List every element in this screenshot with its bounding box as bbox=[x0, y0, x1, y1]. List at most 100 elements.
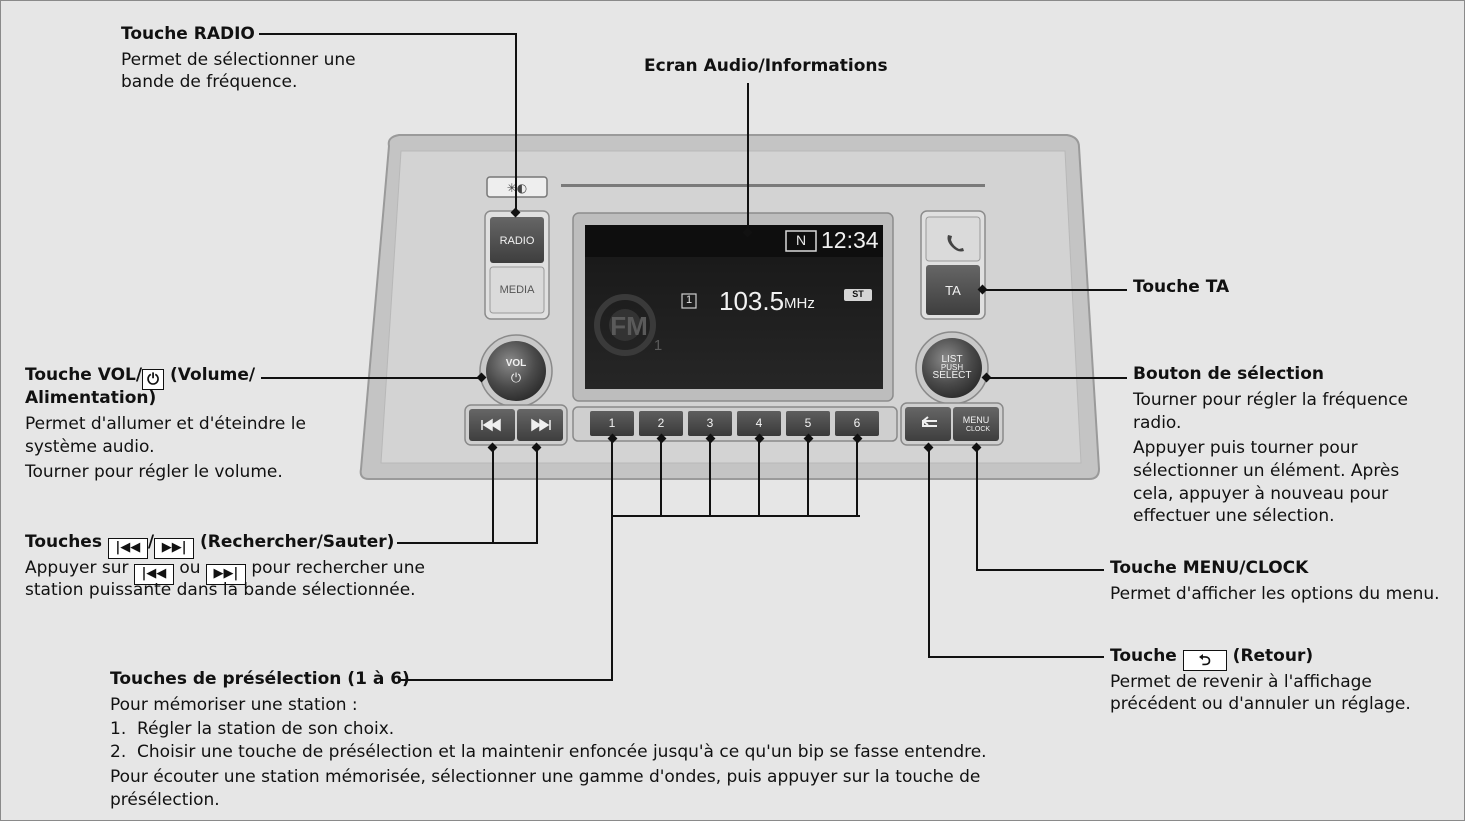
back-callout-line bbox=[928, 447, 930, 658]
preset-callout-step-1: 1. Régler la station de son choix. bbox=[110, 719, 395, 739]
preset-button-label: 1 bbox=[608, 416, 616, 430]
ta-callout-title: Touche TA bbox=[1133, 277, 1230, 297]
select-callout-title: Bouton de sélection bbox=[1133, 364, 1325, 384]
skip-back-icon: |◀◀ bbox=[107, 538, 148, 559]
stereo-badge bbox=[844, 289, 872, 301]
radio-callout-line bbox=[259, 33, 517, 35]
display-preset-number: 1 bbox=[685, 294, 693, 306]
preset-drop-line bbox=[807, 438, 809, 516]
preset-button-label: 4 bbox=[755, 416, 763, 430]
menu-clock-button bbox=[953, 407, 999, 441]
select-callout-desc-2: radio. bbox=[1133, 413, 1182, 433]
preset-button-label: 3 bbox=[706, 416, 714, 430]
display-band-watermark-sub: 1 bbox=[653, 337, 663, 354]
power-icon: ⏻ bbox=[142, 369, 165, 390]
ta-callout-line bbox=[983, 289, 1127, 291]
phone-icon bbox=[947, 235, 964, 252]
preset-callout-outro-2: présélection. bbox=[110, 790, 220, 810]
phone-button bbox=[925, 216, 981, 262]
radio-button bbox=[490, 217, 544, 263]
seek-callout-desc-1: Appuyer sur |◀◀ ou ▶▶| pour rechercher u… bbox=[25, 556, 425, 585]
radio-callout-title: Touche RADIO bbox=[121, 24, 255, 44]
select-knob-label-2: PUSH bbox=[940, 363, 964, 372]
select-callout-desc-5: cela, appuyer à nouveau pour bbox=[1133, 484, 1389, 504]
radio-button-label: RADIO bbox=[499, 235, 535, 247]
vol-callout-title-2: Alimentation) bbox=[25, 388, 157, 408]
preset-drop-line bbox=[758, 438, 760, 516]
preset-callout-intro: Pour mémoriser une station : bbox=[110, 695, 358, 715]
select-callout-line bbox=[987, 377, 1127, 379]
media-button-label: MEDIA bbox=[499, 284, 535, 296]
vol-callout-line bbox=[261, 377, 481, 379]
preset-drop-line bbox=[660, 438, 662, 516]
select-callout-desc-1: Tourner pour régler la fréquence bbox=[1133, 390, 1408, 410]
select-knob-label-1: LIST bbox=[941, 354, 963, 365]
seek-callout-line bbox=[397, 542, 538, 544]
menu-callout-line bbox=[976, 447, 978, 571]
dimmer-button bbox=[486, 176, 548, 198]
preset-button-label: 5 bbox=[804, 416, 812, 430]
preset-callout-bus bbox=[612, 515, 860, 517]
seek-callout-desc-2: station puissante dans la bande sélectio… bbox=[25, 580, 416, 600]
skip-forward-icon: ▶▶| bbox=[205, 564, 246, 585]
vol-callout-title: Touche VOL/⏻ (Volume/ bbox=[25, 365, 256, 390]
ta-button bbox=[926, 265, 980, 315]
preset-button-2[interactable]: 2 bbox=[639, 411, 683, 436]
seek-callout-title: Touches |◀◀/▶▶| (Rechercher/Sauter) bbox=[25, 530, 394, 559]
display-clock: 12:34 bbox=[821, 227, 879, 253]
ta-button-label: TA bbox=[945, 283, 961, 298]
preset-drop-line bbox=[611, 438, 613, 516]
vol-knob bbox=[486, 341, 546, 401]
preset-callout-line bbox=[611, 515, 613, 681]
preset-button-1[interactable]: 1 bbox=[590, 411, 634, 436]
preset-drop-line bbox=[709, 438, 711, 516]
display-stereo-badge: ST bbox=[852, 289, 864, 299]
display-frequency: 103.5 bbox=[719, 286, 785, 316]
media-button bbox=[489, 266, 545, 314]
back-callout-desc-1: Permet de revenir à l'affichage bbox=[1110, 672, 1372, 692]
preset-button-label: 6 bbox=[853, 416, 861, 430]
skip-forward-icon bbox=[531, 418, 551, 432]
display-band-mark: N bbox=[795, 232, 807, 248]
menu-button-sublabel: CLOCK bbox=[965, 426, 991, 433]
select-knob bbox=[922, 338, 982, 398]
preset-drop-line bbox=[856, 438, 858, 516]
select-knob-label-3: SELECT bbox=[932, 370, 972, 381]
dimmer-icon: ✳◐ bbox=[507, 181, 528, 195]
skip-back-icon: |◀◀ bbox=[133, 564, 174, 585]
select-callout-desc-6: effectuer une sélection. bbox=[1133, 506, 1335, 526]
preset-button-5[interactable]: 5 bbox=[786, 411, 830, 436]
preset-callout-outro-1: Pour écouter une station mémorisée, séle… bbox=[110, 767, 981, 787]
back-callout-title: Touche ⮌ (Retour) bbox=[1110, 646, 1314, 671]
back-arrow-icon bbox=[922, 416, 937, 427]
band-mark-box bbox=[785, 230, 817, 252]
preset-button-label: 2 bbox=[657, 416, 665, 430]
disc-slot bbox=[561, 184, 985, 187]
back-callout-desc-2: précédent ou d'annuler un réglage. bbox=[1110, 694, 1411, 714]
vol-callout-desc-3: Tourner pour régler le volume. bbox=[25, 462, 283, 482]
display-band-watermark: FM bbox=[610, 311, 648, 341]
radio-callout-desc-1: Permet de sélectionner une bbox=[121, 50, 356, 70]
vol-callout-desc-1: Permet d'allumer et d'éteindre le bbox=[25, 414, 306, 434]
menu-callout-desc: Permet d'afficher les options du menu. bbox=[1110, 584, 1440, 604]
back-arrow-icon: ⮌ bbox=[1182, 650, 1227, 671]
vol-knob-label: VOL bbox=[505, 358, 527, 369]
display-unit: MHz bbox=[784, 295, 815, 312]
menu-callout-title: Touche MENU/CLOCK bbox=[1110, 558, 1309, 578]
preset-button-4[interactable]: 4 bbox=[737, 411, 781, 436]
menu-button-label: MENU bbox=[962, 415, 990, 425]
skip-back-icon bbox=[481, 418, 501, 432]
preset-callout-step-2: 2. Choisir une touche de présélection et… bbox=[110, 742, 987, 762]
power-icon: ⏻ bbox=[510, 370, 522, 385]
preset-button-3[interactable]: 3 bbox=[688, 411, 732, 436]
screen-callout-line bbox=[747, 83, 749, 233]
preset-callout-title: Touches de présélection (1 à 6) bbox=[110, 669, 410, 689]
select-callout-desc-4: sélectionner un élément. Après bbox=[1133, 461, 1400, 481]
screen-callout-title: Ecran Audio/Informations bbox=[644, 56, 888, 76]
select-callout-desc-3: Appuyer puis tourner pour bbox=[1133, 438, 1358, 458]
vol-callout-desc-2: système audio. bbox=[25, 437, 155, 457]
preset-button-6[interactable]: 6 bbox=[835, 411, 879, 436]
preset-number-box bbox=[681, 293, 697, 309]
